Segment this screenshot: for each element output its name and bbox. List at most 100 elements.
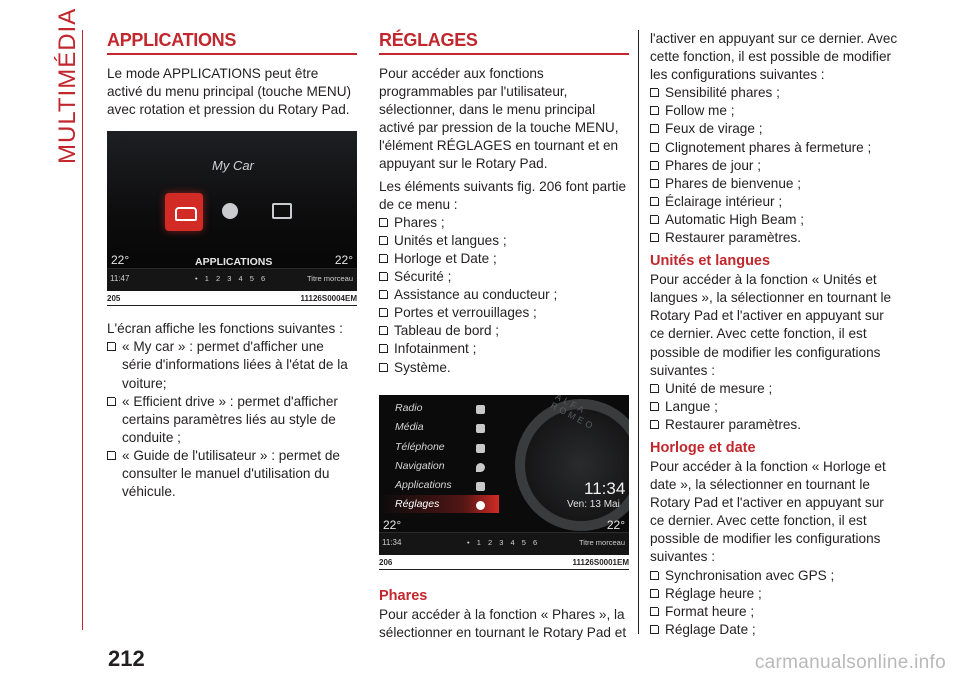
list-item: Éclairage intérieur ;: [650, 193, 900, 211]
checkbox-bullet-icon: [650, 140, 661, 152]
car-icon: [165, 193, 203, 232]
leaf-icon: [222, 203, 238, 220]
radio-icon: [476, 404, 485, 414]
checkbox-bullet-icon: [379, 251, 390, 263]
checkbox-bullet-icon: [650, 212, 661, 224]
checkbox-bullet-icon: [379, 215, 390, 227]
phares-text-continued: l'activer en appuyant sur ce dernier. Av…: [650, 31, 898, 83]
applications-intro: Le mode APPLICATIONS peut être activé du…: [107, 66, 352, 118]
column-divider: [638, 30, 639, 634]
screen-label: APPLICATIONS: [195, 256, 273, 269]
subheading-horloge: Horloge et date: [650, 439, 756, 456]
checkbox-bullet-icon: [379, 306, 390, 318]
temp-right: 22°: [334, 253, 353, 268]
checkbox-bullet-icon: [379, 233, 390, 245]
figure-caption: 206 11126S0001EM: [379, 558, 629, 567]
checkbox-bullet-icon: [107, 394, 118, 406]
screen-applications: My Car 22° APPLICATIONS 22° 11:47 • 1 2 …: [107, 131, 357, 292]
date-display: Ven: 13 Mai: [567, 498, 620, 510]
screen-status-bar: 11:47 • 1 2 3 4 5 6 Titre morceau: [107, 268, 357, 292]
list-item: Sensibilité phares ;: [650, 84, 900, 102]
figure-code: 11126S0004EM: [300, 294, 358, 304]
status-track: Titre morceau: [307, 274, 353, 284]
checkbox-bullet-icon: [107, 448, 118, 460]
checkbox-bullet-icon: [379, 270, 390, 282]
list-item: Clignotement phares à fermeture ;: [650, 139, 900, 157]
status-time: 11:34: [382, 537, 402, 547]
checkbox-bullet-icon: [379, 324, 390, 336]
figure-number: 205: [107, 294, 121, 304]
checkbox-bullet-icon: [650, 194, 661, 206]
checkbox-bullet-icon: [650, 122, 661, 134]
list-item: Langue ;: [650, 398, 900, 416]
section-tab-rule: [82, 30, 83, 630]
list-item: Restaurer paramètres.: [650, 416, 900, 434]
unites-text: Pour accéder à la fonction « Unités et l…: [650, 272, 892, 378]
list-item: Follow me ;: [650, 102, 900, 120]
temp-left: 22°: [383, 517, 402, 532]
list-item: Horloge et Date ;: [379, 250, 629, 268]
menu-item-radio: Radio: [395, 401, 423, 414]
checkbox-bullet-icon: [650, 231, 661, 243]
list-item: Restaurer paramètres.: [650, 229, 900, 247]
checkbox-bullet-icon: [650, 381, 661, 393]
apps-grid-icon: [476, 481, 485, 491]
list-item: Feux de virage ;: [650, 120, 900, 138]
menu-item-media: Média: [395, 420, 424, 433]
reglages-intro: Pour accéder aux fonctions programmables…: [379, 66, 619, 172]
checkbox-bullet-icon: [379, 360, 390, 372]
list-item: Format heure ;: [650, 603, 900, 621]
book-icon: [272, 203, 292, 220]
checkbox-bullet-icon: [107, 340, 118, 352]
phone-icon: [476, 443, 485, 453]
elements-list: Phares ; Unités et langues ; Horloge et …: [379, 214, 629, 377]
screen-title: My Car: [212, 158, 254, 174]
menu-item-telephone: Téléphone: [395, 440, 445, 453]
phares-text: Pour accéder à la fonction « Phares », l…: [379, 606, 627, 640]
list-item: « Efficient drive » : permet d'afficher …: [107, 393, 357, 447]
functions-intro: L'écran affiche les fonctions suivantes …: [107, 321, 343, 337]
music-note-icon: [476, 423, 485, 433]
checkbox-bullet-icon: [650, 104, 661, 116]
column-applications: APPLICATIONS Le mode APPLICATIONS peut ê…: [107, 30, 357, 503]
checkbox-bullet-icon: [650, 568, 661, 580]
functions-list: « My car » : permet d'afficher une série…: [107, 338, 357, 501]
menu-highlight: [379, 494, 499, 513]
figure-code: 11126S0001EM: [572, 557, 630, 567]
list-item: Unités et langues ;: [379, 232, 629, 250]
horloge-options-list: Synchronisation avec GPS ; Réglage heure…: [650, 567, 900, 639]
watermark: carmanualsonline.info: [754, 652, 946, 673]
checkbox-bullet-icon: [650, 158, 661, 170]
section-tab-label: MULTIMÉDIA: [54, 7, 81, 164]
figure-number: 206: [379, 557, 393, 567]
list-item: Sécurité ;: [379, 268, 629, 286]
list-item: Réglage heure ;: [650, 585, 900, 603]
checkbox-bullet-icon: [650, 604, 661, 616]
clock-display: 11:34: [584, 478, 626, 498]
checkbox-bullet-icon: [650, 399, 661, 411]
subheading-unites: Unités et langues: [650, 253, 771, 270]
figure-caption: 205 11126S0004EM: [107, 294, 357, 303]
list-item: Réglage Date ;: [650, 621, 900, 639]
alfa-romeo-logo-icon: [515, 398, 629, 531]
menu-item-navigation: Navigation: [395, 459, 445, 472]
figure-206: ALFA ROMEO Radio Média Téléphone Navigat…: [379, 394, 629, 567]
screen-reglages: ALFA ROMEO Radio Média Téléphone Navigat…: [379, 394, 629, 555]
list-item: Infotainment ;: [379, 340, 629, 358]
checkbox-bullet-icon: [650, 622, 661, 634]
menu-item-applications: Applications: [395, 478, 452, 491]
horloge-text: Pour accéder à la fonction « Horloge et …: [650, 458, 886, 565]
status-presets: • 1 2 3 4 5 6: [195, 274, 268, 284]
status-presets: • 1 2 3 4 5 6: [467, 537, 540, 547]
checkbox-bullet-icon: [650, 86, 661, 98]
list-item: Synchronisation avec GPS ;: [650, 567, 900, 585]
list-item: « My car » : permet d'afficher une série…: [107, 338, 357, 392]
phares-options-list: Sensibilité phares ; Follow me ; Feux de…: [650, 84, 900, 247]
checkbox-bullet-icon: [379, 288, 390, 300]
status-time: 11:47: [110, 274, 130, 284]
checkbox-bullet-icon: [379, 342, 390, 354]
elements-intro: Les éléments suivants fig. 206 font part…: [379, 178, 627, 212]
subheading-phares: Phares: [379, 587, 428, 604]
list-item: Phares ;: [379, 214, 629, 232]
checkbox-bullet-icon: [650, 417, 661, 429]
